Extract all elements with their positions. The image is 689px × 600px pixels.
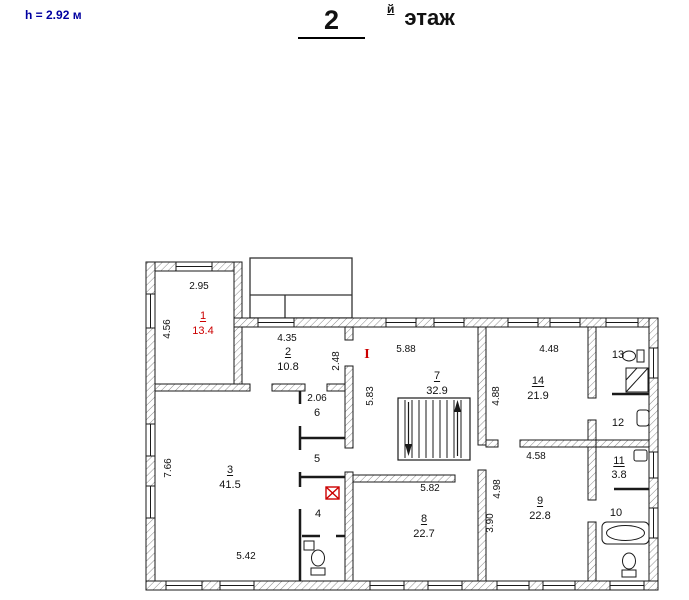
window (507, 317, 539, 328)
sink-icon (303, 540, 315, 551)
dim-room2-top: 4.35 (277, 333, 297, 344)
dim-room2-right: 2.48 (331, 351, 342, 371)
room-11-area: 3.8 (611, 469, 627, 481)
dim-room9-left-lower: 3.90 (485, 513, 496, 533)
shower-icon (625, 367, 649, 393)
floor-word: этаж (404, 5, 455, 30)
fixtures (303, 349, 650, 578)
room-12-number: 12 (611, 417, 625, 429)
floor-number: 2 (298, 5, 366, 39)
room-1-number: 1 (199, 310, 207, 322)
dim-room7-top: 5.88 (396, 344, 416, 355)
ceiling-height-label: h = 2.92 м (25, 8, 82, 22)
room-2-number: 2 (284, 346, 292, 358)
window (385, 317, 417, 328)
room-8-number: 8 (420, 513, 428, 525)
stair-direction-arrow-up (454, 400, 461, 456)
stair-direction-arrow-down (405, 402, 412, 456)
sink-icon (636, 409, 650, 427)
window (549, 317, 581, 328)
room-2-area: 10.8 (277, 361, 299, 373)
room-7-area: 32.9 (426, 385, 448, 397)
dim-room3-bottom: 5.42 (236, 551, 256, 562)
window (496, 580, 530, 591)
room-4-number: 4 (314, 508, 322, 520)
dim-room9-left: 4.98 (492, 479, 503, 499)
window (175, 261, 213, 272)
window (648, 507, 659, 539)
room-6-number: 6 (313, 407, 321, 419)
room-9-area: 22.8 (529, 510, 551, 522)
window (427, 580, 463, 591)
room-3-number: 3 (226, 464, 234, 476)
room-14-number: 14 (531, 375, 545, 387)
window (219, 580, 255, 591)
room-1-area: 13.4 (192, 325, 214, 337)
room-3-area: 41.5 (219, 479, 241, 491)
floor-suffix: й (387, 2, 395, 16)
partitions (298, 391, 649, 581)
toilet-icon (622, 349, 645, 363)
room-10-number: 10 (609, 507, 623, 519)
window (542, 580, 576, 591)
dim-room14-top: 4.48 (539, 344, 559, 355)
windows (145, 261, 659, 591)
window (609, 580, 645, 591)
toilet-icon (310, 549, 326, 576)
window (145, 293, 156, 329)
room-9-number: 9 (536, 495, 544, 507)
window (145, 423, 156, 457)
dim-hall-left: 5.83 (365, 386, 376, 406)
dim-room1-left: 4.56 (162, 319, 173, 339)
toilet-icon (621, 552, 637, 578)
window (257, 317, 295, 328)
bathtub-icon (601, 521, 650, 545)
staircase (397, 397, 471, 461)
dim-room6-top: 2.06 (307, 393, 327, 404)
dim-room3-left: 7.66 (163, 458, 174, 478)
room-7-number: 7 (433, 370, 441, 382)
window (165, 580, 203, 591)
room-14-area: 21.9 (527, 390, 549, 402)
dim-room1-top: 2.95 (189, 281, 209, 292)
window (648, 451, 659, 479)
window (145, 485, 156, 519)
room-5-number: 5 (313, 453, 321, 465)
dim-room8-top: 5.82 (420, 483, 440, 494)
window (605, 317, 639, 328)
dim-room14-left: 4.88 (491, 386, 502, 406)
room-13-number: 13 (611, 349, 625, 361)
window (648, 347, 659, 379)
window (369, 580, 405, 591)
electric-panel-icon (325, 486, 340, 500)
room-8-area: 22.7 (413, 528, 435, 540)
window (433, 317, 465, 328)
dim-room9-top: 4.58 (526, 451, 546, 462)
sink-icon (633, 449, 648, 462)
room-11-number: 11 (613, 455, 625, 467)
section-marker: I (364, 347, 370, 362)
